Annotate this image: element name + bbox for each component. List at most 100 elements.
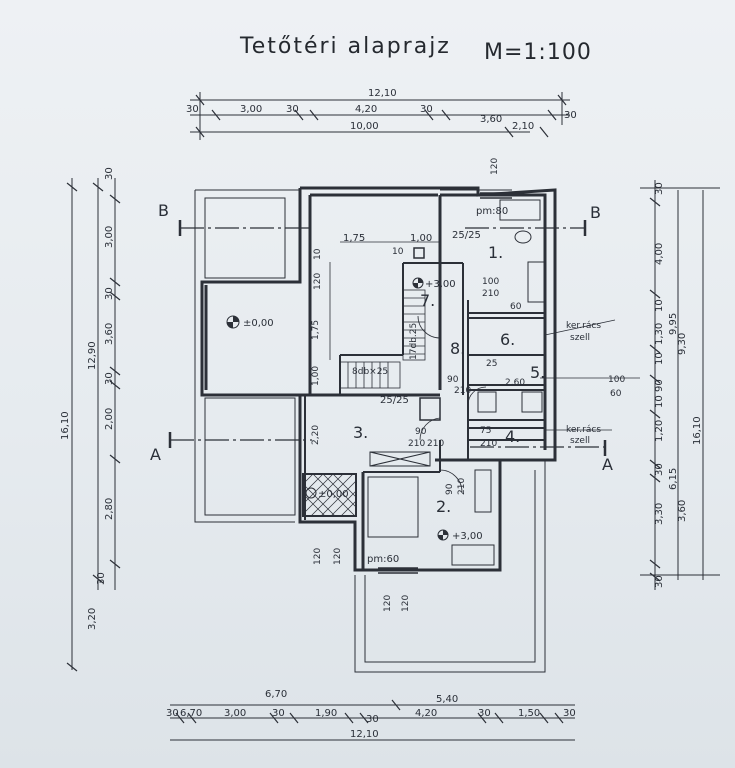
- room-1: 1.: [488, 243, 503, 262]
- dim-bottom-seg-9: 30: [563, 708, 576, 719]
- note-n210: 210: [427, 439, 444, 449]
- note-stairs-17: 17db.25: [409, 323, 419, 360]
- dim-top-seg-4: 4,20: [355, 104, 377, 115]
- dim-right-seg-4: 1,30: [654, 323, 665, 345]
- dim-bottom-seg-5: 30: [366, 714, 379, 725]
- dim-bottom-total: 12,10: [350, 729, 379, 740]
- note-d175: 1,75: [343, 233, 365, 244]
- dim-right-seg-1: 30: [654, 182, 665, 195]
- room-8: 8.: [450, 339, 465, 358]
- note-v120d: 120: [333, 548, 343, 565]
- dim-bottom-seg-4: 1,90: [315, 708, 337, 719]
- dim-bottom-seg-7: 30: [478, 708, 491, 719]
- section-b-left: B: [158, 201, 169, 220]
- room-4: 4.: [505, 427, 520, 446]
- dim-bottom-seg-3: 30: [272, 708, 285, 719]
- note-v120f: 120: [401, 595, 411, 612]
- level-main: ±0,00: [243, 318, 274, 329]
- note-pm60: pm:60: [367, 554, 399, 565]
- dim-left-seg-2: 3,00: [104, 226, 115, 248]
- dim-top-seg-3: 30: [286, 104, 299, 115]
- note-door-90: 90: [447, 375, 459, 385]
- dim-bottom-seg-1: 30: [166, 708, 179, 719]
- dim-bottom-upper-1: 6,70: [180, 708, 202, 719]
- room-3: 3.: [353, 423, 368, 442]
- dim-left-seg-7: 2,80: [104, 498, 115, 520]
- note-chimney-1: 25/25: [452, 230, 481, 241]
- dim-left-seg-6: 2,00: [104, 408, 115, 430]
- dim-top-total: 12,10: [368, 88, 397, 99]
- dim-left-seg-5: 30: [104, 372, 115, 385]
- note-v10: 10: [313, 248, 323, 260]
- room-6: 6.: [500, 330, 515, 349]
- room-5: 5.: [530, 363, 545, 382]
- dim-right-seg-10: 3,30: [654, 503, 665, 525]
- dim-left-outer-2: 12,90: [87, 341, 98, 370]
- dim-right-seg-6: 90: [654, 379, 665, 392]
- note-v175: 1,75: [311, 320, 321, 340]
- room-2: 2.: [436, 497, 451, 516]
- section-b-right: B: [590, 203, 601, 222]
- dim-left-outer-1: 16,10: [60, 411, 71, 440]
- dim-right-mid-2: 9,30: [677, 333, 688, 355]
- dim-right-mid-3: 6,15: [668, 468, 679, 490]
- level-room-2: +3,00: [452, 531, 483, 542]
- level-markers: [226, 277, 449, 541]
- note-v220: 2,20: [311, 425, 321, 445]
- note-v120e: 120: [383, 595, 393, 612]
- note-grille-2b: szell: [570, 436, 590, 446]
- dim-top-seg-1: 30: [186, 104, 199, 115]
- dim-bottom-upper-2: 5,40: [436, 694, 458, 705]
- note-grille-1a: ker.rács: [566, 321, 601, 331]
- dim-left-seg-3: 30: [104, 287, 115, 300]
- note-d100: 1,00: [410, 233, 432, 244]
- dim-bottom-seg-6: 4,20: [415, 708, 437, 719]
- note-grille-2a: ker.rács: [566, 425, 601, 435]
- dim-right-total: 16,10: [692, 416, 703, 445]
- note-v120c: 120: [313, 548, 323, 565]
- note-door-100: 100: [482, 277, 499, 287]
- note-n60: 60: [610, 389, 622, 399]
- dim-right-seg-7: 10: [654, 395, 665, 408]
- note-v120a: 120: [490, 158, 500, 175]
- dim-bottom-upper-1b: 6,70: [265, 689, 287, 700]
- dim-right-seg-8: 1,20: [654, 420, 665, 442]
- dim-right-seg-5: 10: [654, 352, 665, 365]
- note-door-210b: 210: [454, 386, 471, 396]
- dim-top-seg-5: 30: [420, 104, 433, 115]
- section-a-left: A: [150, 445, 161, 464]
- dim-left-seg-8: 30: [96, 572, 107, 585]
- dim-top-seg-7: 30: [564, 110, 577, 121]
- dim-bottom-seg-8: 1,50: [518, 708, 540, 719]
- dim-left-seg-1: 30: [104, 167, 115, 180]
- note-door-210: 210: [482, 289, 499, 299]
- note-n210b: 210: [408, 439, 425, 449]
- dim-top-seg-6: 3,60: [480, 114, 502, 125]
- dim-right-mid-4: 3,60: [677, 500, 688, 522]
- dim-right-seg-9: 30: [654, 463, 665, 476]
- note-chimney-2: 25/25: [380, 395, 409, 406]
- dim-top-lower-2: 2,10: [512, 121, 534, 132]
- dim-left-seg-4: 3,60: [104, 323, 115, 345]
- dim-bottom-seg-2: 3,00: [224, 708, 246, 719]
- note-v120b: 120: [313, 273, 323, 290]
- note-r260: 2,60: [505, 378, 525, 388]
- note-grille-1b: szell: [570, 333, 590, 343]
- section-a-right: A: [602, 455, 613, 474]
- dim-right-seg-2: 4,00: [654, 243, 665, 265]
- note-door-60: 60: [510, 302, 522, 312]
- note-v100: 1,00: [311, 366, 321, 386]
- note-n210c: 210: [457, 478, 467, 495]
- note-pm80: pm:80: [476, 206, 508, 217]
- dim-top-lower-1: 10,00: [350, 121, 379, 132]
- note-d10: 10: [392, 247, 404, 257]
- note-n25: 25: [486, 359, 497, 369]
- drawing-scale: M=1:100: [484, 40, 592, 65]
- note-n100: 100: [608, 375, 625, 385]
- dim-right-seg-3: 10: [654, 299, 665, 312]
- note-door-75: 75: [480, 426, 491, 436]
- dim-right-seg-11: 30: [654, 575, 665, 588]
- note-n90c: 90: [445, 483, 455, 495]
